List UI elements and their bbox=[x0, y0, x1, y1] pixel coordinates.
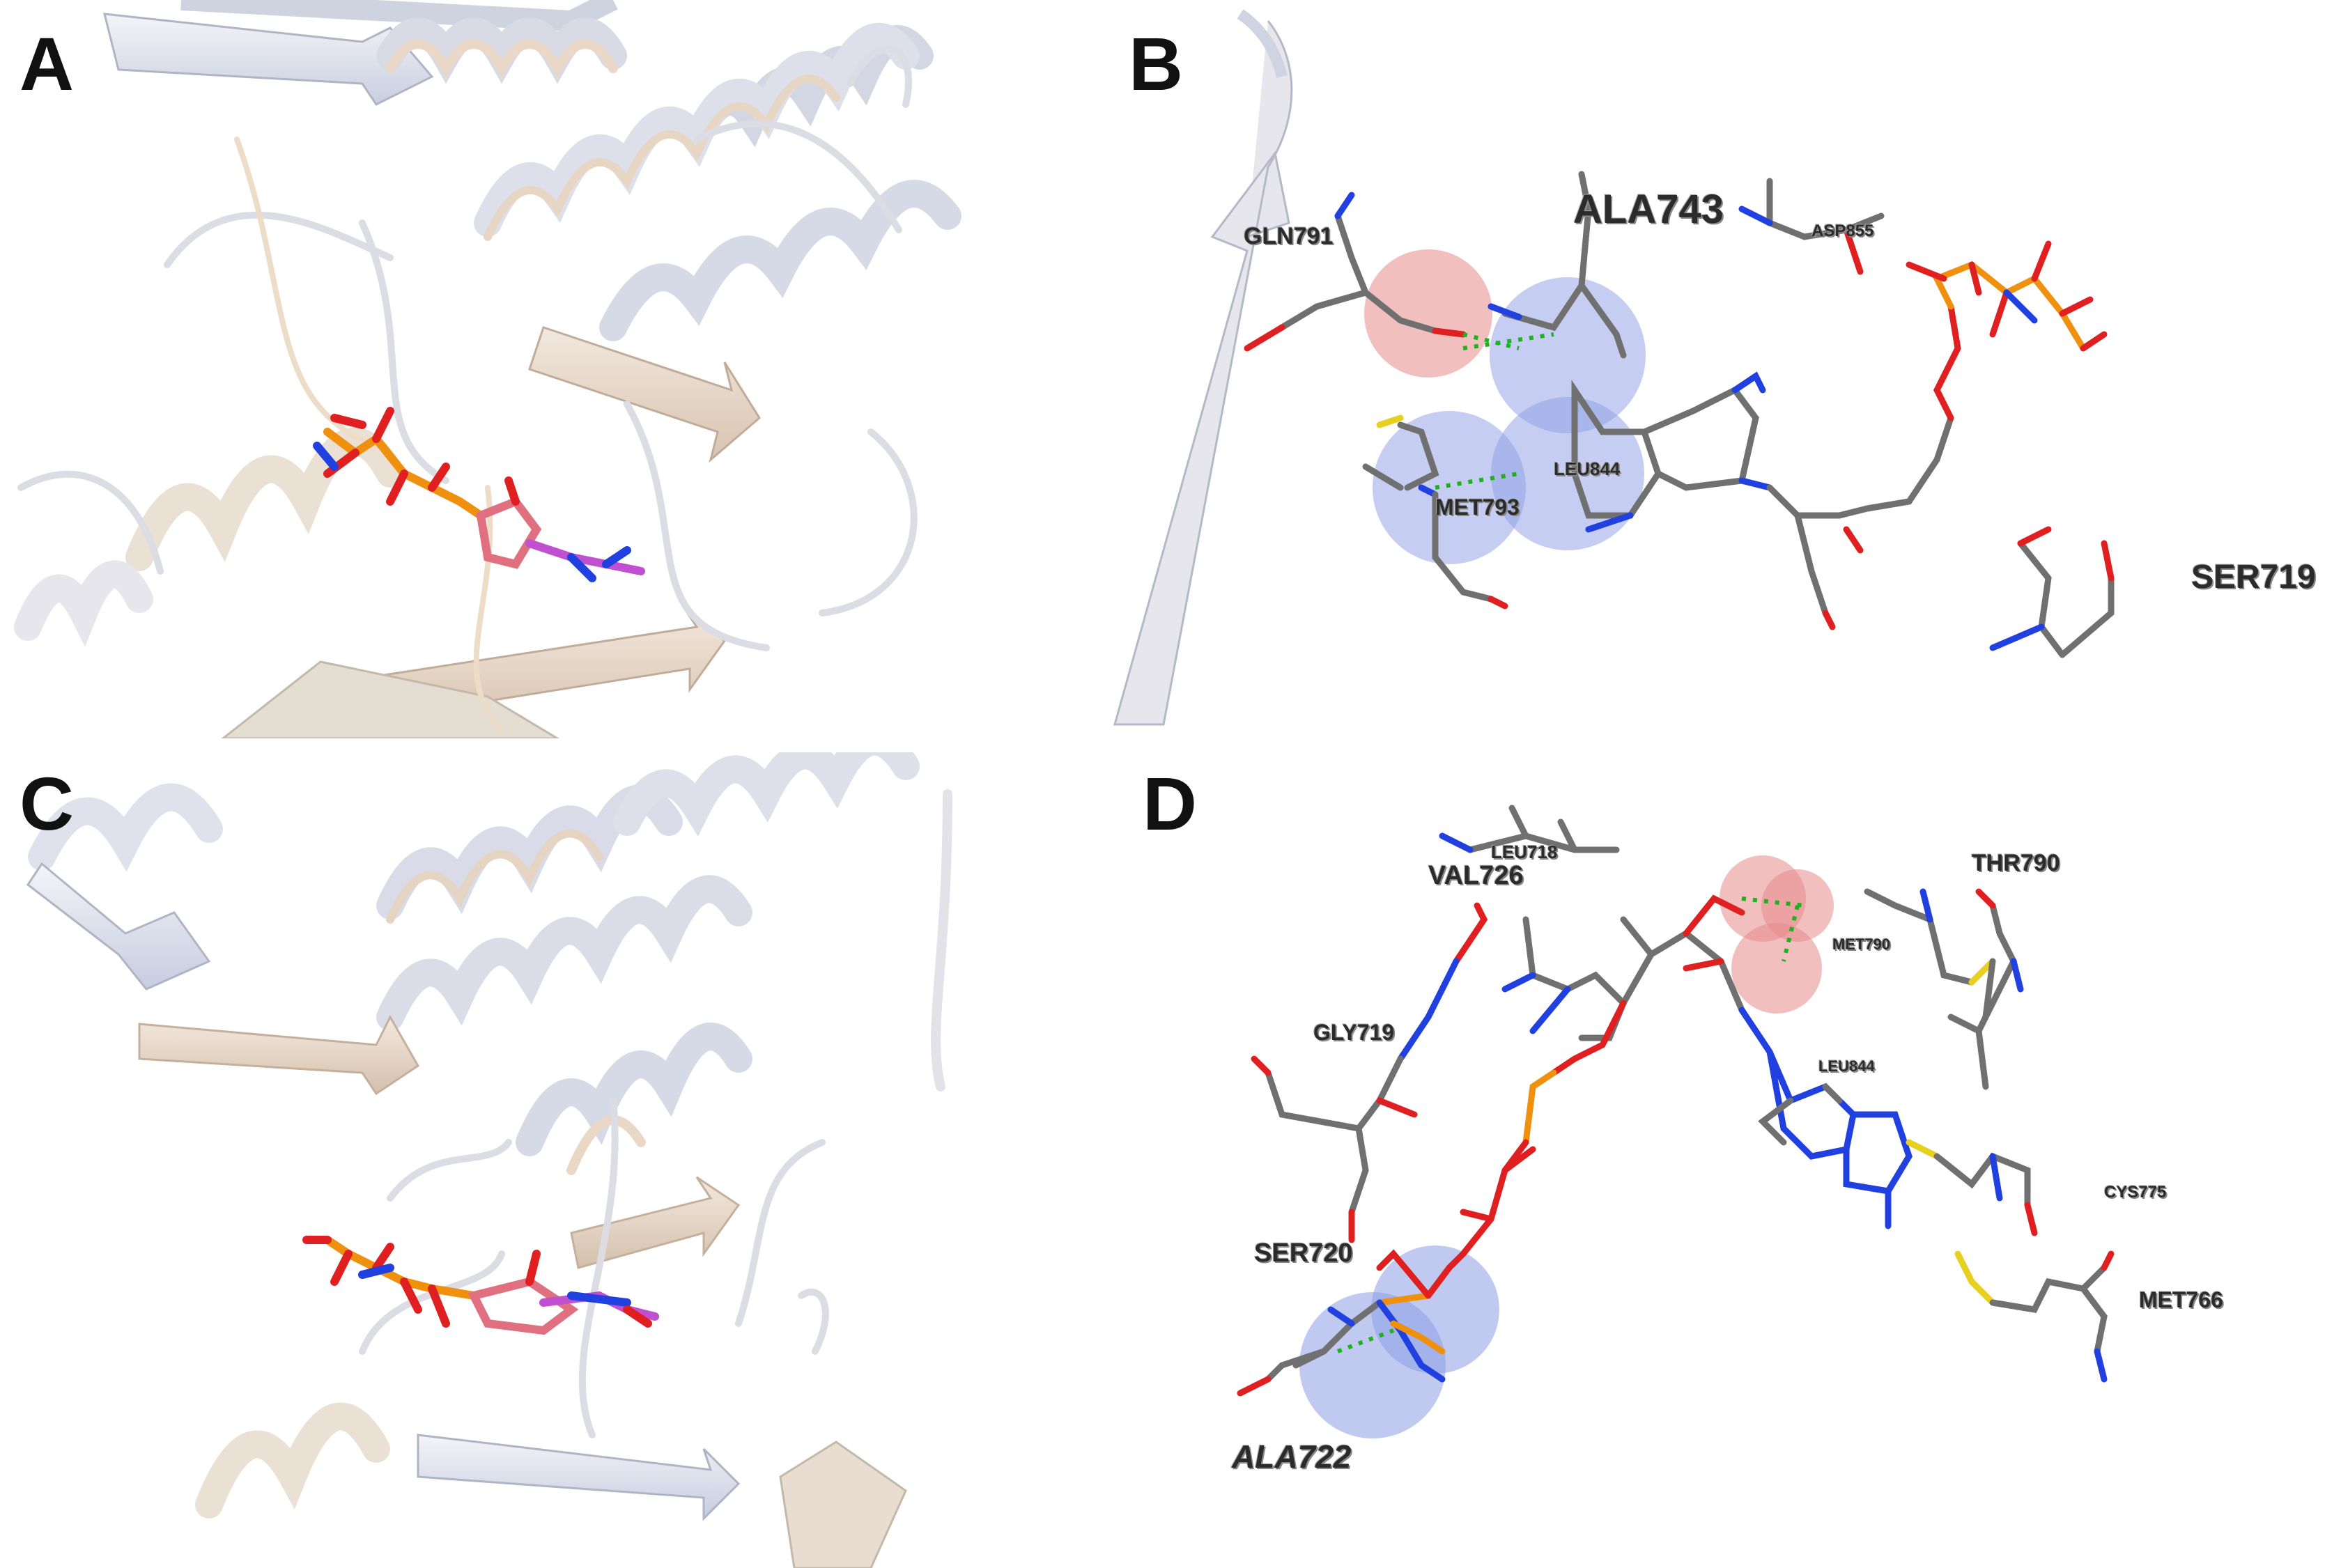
label-met793: MET793 bbox=[1435, 495, 1520, 520]
label-ser720: SER720 bbox=[1254, 1239, 1353, 1268]
ligand-atp-c bbox=[302, 1236, 659, 1335]
label-ala743: ALA743 bbox=[1573, 187, 1724, 232]
label-ala722: ALA722 bbox=[1232, 1438, 1352, 1475]
label-gln: GLN791 bbox=[1244, 223, 1334, 249]
panel-letter-d: D bbox=[1143, 761, 1197, 846]
binding-site-b bbox=[1113, 9, 2115, 726]
label-gly719: GLY719 bbox=[1313, 1020, 1395, 1045]
panel-c-ribbon-view: C bbox=[0, 752, 1031, 1568]
label-val726: VAL726 bbox=[1428, 861, 1524, 890]
label-cys775: CYS775 bbox=[2104, 1183, 2167, 1202]
label-leu844: LEU844 bbox=[1818, 1057, 1875, 1075]
label-leu844: LEU844 bbox=[1554, 458, 1621, 479]
hbond-lines-d bbox=[1336, 896, 1805, 1353]
hbond-lines-b bbox=[1435, 332, 1554, 490]
binding-site-d bbox=[1237, 805, 2115, 1438]
protein-ribbon-c bbox=[26, 752, 952, 1568]
panel-letter-a: A bbox=[20, 22, 74, 106]
panel-letter-c: C bbox=[20, 761, 74, 846]
panel-letter-b: B bbox=[1129, 22, 1183, 106]
label-met766: MET766 bbox=[2139, 1287, 2223, 1312]
label-leu718: LEU718 bbox=[1491, 841, 1558, 862]
residue-sticks-d bbox=[1237, 805, 2115, 1397]
contact-spheres-d bbox=[1299, 855, 1834, 1438]
residue-sticks-b bbox=[1244, 171, 2115, 658]
panel-d-binding-site: LEU718 VAL726 THR790 MET790 GLY719 LEU84… bbox=[1073, 752, 2341, 1568]
panel-a-ribbon-view: A bbox=[0, 0, 1031, 738]
label-thr790: THR790 bbox=[1972, 850, 2060, 876]
protein-ribbon-a bbox=[14, 0, 961, 738]
panel-b-binding-site: GLN791 ALA743 ASP855 LEU844 MET793 SER71… bbox=[1073, 0, 2341, 738]
label-met790: MET790 bbox=[1832, 936, 1891, 953]
ligand-atp-a bbox=[313, 407, 645, 582]
label-asp: ASP855 bbox=[1811, 222, 1874, 240]
label-ser: SER719 bbox=[2191, 559, 2316, 596]
